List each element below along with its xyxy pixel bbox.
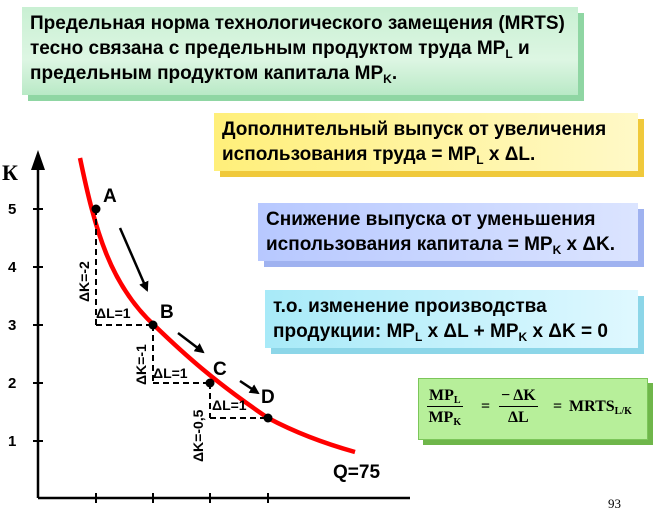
title-line-1: Предельная норма технологического замеще… [30,13,565,34]
mp-ratio-numerator: MPL [427,387,463,407]
y-axis-label: К [2,160,18,185]
y-tick-2: 2 [8,375,16,392]
point-d-marker [263,413,273,423]
equals-sign-1: = [481,398,491,415]
capital-line-1: Снижение выпуска от уменьшения [266,209,596,230]
title-line-3: предельным продуктом капитала MPK. [30,63,398,86]
equals-sign-2: = [553,398,563,415]
delta-ratio-fraction: − ΔK ΔL [499,387,538,427]
isoquant-curve [77,157,356,455]
y-tick-4: 4 [8,259,17,276]
isoquant-label: Q=75 [333,462,380,483]
capital-line-2: использования капитала = MPK х ΔK. [266,234,616,257]
title-line-2: тесно связана с предельным продуктом тру… [30,38,530,61]
delta-k-label-3: ΔK=-0,5 [190,409,206,462]
page-number: 93 [608,496,621,511]
y-tick-5: 5 [8,201,16,218]
arrow-b-to-c [177,332,205,354]
arrow-c-to-d [239,379,260,395]
labor-output-box: Дополнительный выпуск от увеличения испо… [214,113,638,171]
y-tick-1: 1 [8,433,16,450]
delta-l-label-1: ΔL=1 [96,305,131,321]
total-line-2: продукции: MPL х ΔL + MPK х ΔK = 0 [273,321,608,344]
y-axis-arrow-icon [31,150,45,170]
capital-output-box: Снижение выпуска от уменьшения использов… [258,203,638,261]
mp-ratio-denominator: MPK [428,409,462,428]
point-a-label: A [103,186,117,207]
point-d-label: D [261,387,275,408]
labor-line-1: Дополнительный выпуск от увеличения [222,119,607,140]
title-box: Предельная норма технологического замеще… [22,7,578,95]
step-lines [95,209,268,419]
delta-k-label-1: ΔK=-2 [76,261,92,302]
total-change-box: т.о. изменение производства продукции: M… [265,290,638,348]
labor-line-2: использования труда = MPL х ΔL. [222,144,536,167]
mrts-formula-box: MPL MPK = − ΔK ΔL = MRTSL/K [418,378,648,440]
mp-ratio-fraction: MPL MPK [427,387,463,428]
point-b-marker [148,320,158,330]
y-tick-3: 3 [8,317,16,334]
total-line-1: т.о. изменение производства [273,296,547,317]
point-b-label: B [160,302,174,323]
delta-ratio-denominator: ΔL [508,409,529,426]
point-c-label: C [213,359,227,380]
delta-k-label-2: ΔK=-1 [133,344,149,385]
point-a-marker [91,204,101,214]
delta-l-label-3: ΔL=1 [212,397,247,413]
arrow-a-to-b [118,227,149,292]
delta-ratio-numerator: − ΔK [499,387,538,407]
mrts-term: MRTSL/K [569,398,632,417]
point-c-marker [205,378,215,388]
delta-l-label-2: ΔL=1 [153,365,188,381]
